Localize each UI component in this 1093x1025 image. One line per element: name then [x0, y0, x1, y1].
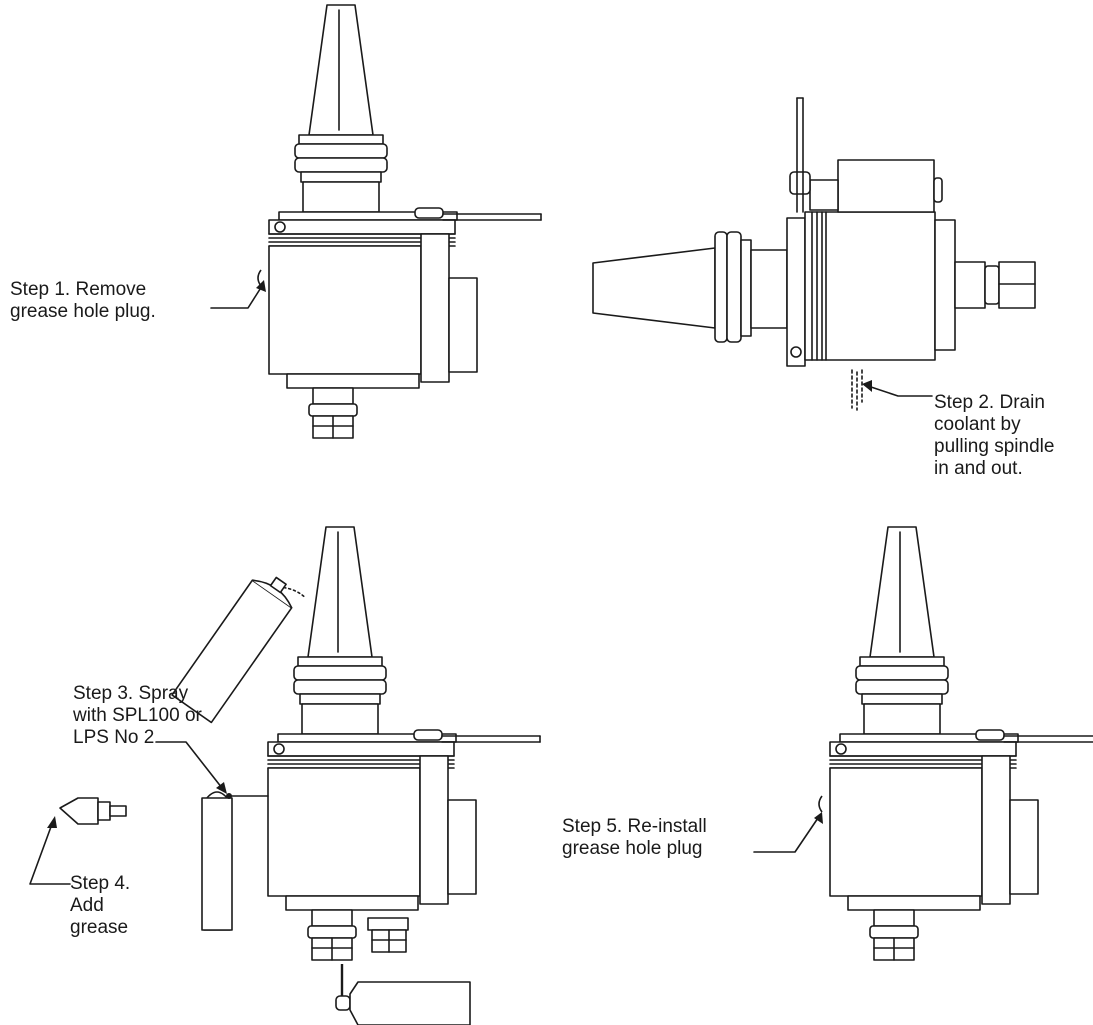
leader-step4 [29, 816, 71, 885]
step2-line2: coolant by [934, 414, 1021, 435]
step5-label: Step 5. Re-install grease hole plug [562, 816, 707, 860]
step3-line3: LPS No 2 [73, 727, 155, 748]
grease-gun-tip-icon [59, 797, 127, 825]
coolant-drip-icon [851, 369, 863, 411]
step1-line1: Step 1. Remove [10, 279, 147, 300]
grease-plug-step5 [818, 795, 823, 813]
step2-line3: pulling spindle [934, 436, 1055, 457]
leader-step5 [753, 812, 823, 853]
step4-line2: Add [70, 895, 104, 916]
leader-step3 [155, 741, 227, 794]
toolholder-step2 [592, 97, 1036, 367]
step1-line2: grease hole plug. [10, 301, 156, 322]
collet-nut-icon [367, 917, 409, 953]
spray-can-nozzle-icon [201, 791, 269, 931]
step2-label: Step 2. Drain coolant by pulling spindle… [934, 392, 1054, 480]
step4-line3: grease [70, 917, 129, 938]
step5-line1: Step 5. Re-install [562, 816, 707, 837]
step3-line1: Step 3. Spray [73, 683, 189, 704]
toolholder-step5 [829, 526, 1093, 961]
leader-step1 [210, 280, 266, 309]
spray-can-icon [171, 576, 307, 724]
step4-label: Step 4. Add grease [70, 873, 130, 939]
step3-label: Step 3. Spray with SPL100 or LPS No 2 [73, 683, 202, 749]
step2-line1: Step 2. Drain [934, 392, 1045, 413]
toolholder-step3 [267, 526, 541, 961]
toolholder-step1 [268, 4, 542, 439]
step1-label: Step 1. Remove grease hole plug. [10, 279, 156, 323]
step2-line4: in and out. [934, 458, 1023, 479]
removed-unit-icon [335, 964, 471, 1025]
leader-step2 [862, 380, 933, 397]
step4-line1: Step 4. [70, 873, 131, 894]
step3-line2: with SPL100 or [73, 705, 202, 726]
step5-line2: grease hole plug [562, 838, 703, 859]
